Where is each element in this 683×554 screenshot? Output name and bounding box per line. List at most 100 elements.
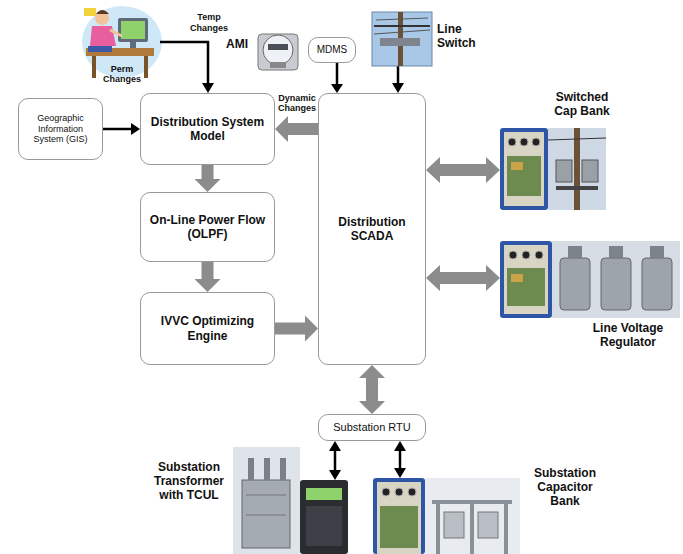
operator-clipart-part: [130, 42, 136, 48]
process-box: IVVC Optimizing Engine: [140, 292, 275, 365]
transformer-photo-part: [280, 458, 286, 480]
layout-arrows-part: [202, 83, 214, 93]
controller-box-part: [373, 478, 425, 554]
controller-box-part: [500, 128, 548, 210]
controller-box-part: [520, 138, 528, 146]
controller-box-part: [380, 506, 418, 548]
operator-clipart-part: [118, 18, 148, 42]
voltage-regulator-photo-part: [552, 241, 680, 318]
substation-cap-bank-photo-part: [432, 500, 512, 504]
transformer-photo-part: [246, 515, 286, 516]
tcul-controller-part: [306, 488, 342, 500]
process-box: MDMS: [308, 37, 356, 63]
operator-clipart-part: [96, 10, 109, 14]
layout-arrows-part: [426, 157, 500, 183]
process-box: On-Line Power Flow (OLPF): [140, 192, 275, 262]
flow-arrow: [195, 262, 221, 292]
cap-bank-pole-photo: [548, 128, 606, 210]
line-switch-photo-part: [372, 12, 432, 66]
transformer-photo-part: [246, 495, 286, 496]
layout-arrows-part: [392, 83, 404, 93]
operator-clipart-part: [92, 56, 96, 78]
flow-arrow: [195, 165, 221, 192]
operator-clipart-part: [144, 56, 148, 78]
cap-bank-pole-photo-part: [556, 160, 572, 182]
line-switch-photo-part: [376, 18, 428, 20]
flow-arrow-shape: [275, 116, 318, 142]
equipment-label: Line Switch: [437, 22, 483, 50]
arrow-line: [103, 128, 132, 131]
layout-arrows-part: [399, 450, 402, 469]
operator-clipart-part: [95, 11, 109, 25]
operator-clipart-part: [84, 8, 96, 16]
controller-box-part: [504, 245, 548, 314]
line-switch-photo-part: [374, 30, 430, 34]
operator-clipart-part: [121, 21, 145, 39]
process-box: Substation RTU: [318, 414, 426, 441]
edge-label: Dynamic Changes: [276, 93, 318, 113]
operator-clipart-part: [88, 46, 112, 52]
equipment-label: Substation Capacitor Bank: [524, 466, 606, 508]
controller-box-part: [532, 138, 540, 146]
equipment-label: AMI: [226, 37, 254, 51]
controller-box-part: [535, 251, 543, 259]
voltage-regulator-photo-part: [650, 246, 664, 258]
controller-box-part: [509, 251, 517, 259]
box-label: Distribution SCADA: [323, 215, 421, 244]
operator-clipart-part: [110, 30, 122, 36]
voltage-regulator-photo-part: [568, 246, 582, 258]
layout-arrows-part: [329, 470, 341, 480]
tcul-controller-part: [300, 480, 348, 554]
substation-cap-bank-photo-part: [436, 504, 440, 554]
controller-box-part: [511, 274, 523, 282]
cap-bank-pole-photo-part: [548, 138, 606, 140]
process-box: Distribution SCADA: [318, 93, 426, 365]
ami-meter-part: [263, 35, 293, 65]
box-label: Distribution System Model: [145, 115, 270, 144]
line-switch-photo: [372, 12, 432, 66]
arrow-head: [331, 84, 343, 93]
controller-box: [500, 128, 548, 210]
controller-box-part: [377, 482, 421, 554]
signal-arrow: [331, 63, 343, 93]
layout-arrows-part: [394, 468, 406, 478]
substation-cap-bank-photo-part: [504, 504, 508, 554]
flow-arrow-shape: [359, 365, 385, 414]
ami-meter-part: [268, 44, 288, 50]
cap-bank-pole-photo-part: [556, 186, 598, 190]
flow-arrow: [275, 116, 318, 142]
layout-arrows-part: [334, 450, 337, 471]
box-label: IVVC Optimizing Engine: [145, 314, 270, 343]
equipment-label: Substation Transformer with TCUL: [148, 460, 230, 502]
voltage-regulator-photo-part: [642, 258, 672, 310]
substation-cap-bank-photo: [425, 478, 520, 554]
operator-clipart-part: [90, 26, 116, 46]
substation-cap-bank-photo-part: [425, 478, 520, 554]
box-label: MDMS: [317, 44, 348, 56]
tcul-controller-part: [306, 506, 342, 546]
controller-box-part: [382, 488, 390, 496]
tcul-controller: [300, 480, 348, 554]
box-label: Substation RTU: [333, 421, 410, 434]
controller-box-part: [504, 132, 544, 206]
controller-box-part: [508, 138, 516, 146]
flow-arrow-shape: [275, 316, 318, 342]
flow-arrow: [359, 365, 385, 414]
box-label: Geographic Information System (GIS): [23, 113, 98, 145]
arrow-head: [131, 123, 140, 135]
transformer-photo-part: [248, 458, 254, 480]
equipment-label: Switched Cap Bank: [550, 90, 614, 118]
layout-arrows-part: [426, 265, 500, 291]
voltage-regulator-photo-part: [601, 258, 631, 310]
controller-box-part: [500, 241, 552, 318]
layout-arrows-part: [397, 66, 400, 84]
cap-bank-pole-photo-part: [548, 128, 606, 210]
layout-arrows-part: [160, 42, 208, 84]
layout-arrows-part: [329, 441, 341, 451]
signal-arrow: [103, 123, 140, 135]
flow-arrow-shape: [195, 165, 221, 192]
transformer-photo-part: [242, 480, 290, 548]
substation-cap-bank-photo-part: [444, 512, 464, 538]
process-box: Distribution System Model: [140, 93, 275, 165]
